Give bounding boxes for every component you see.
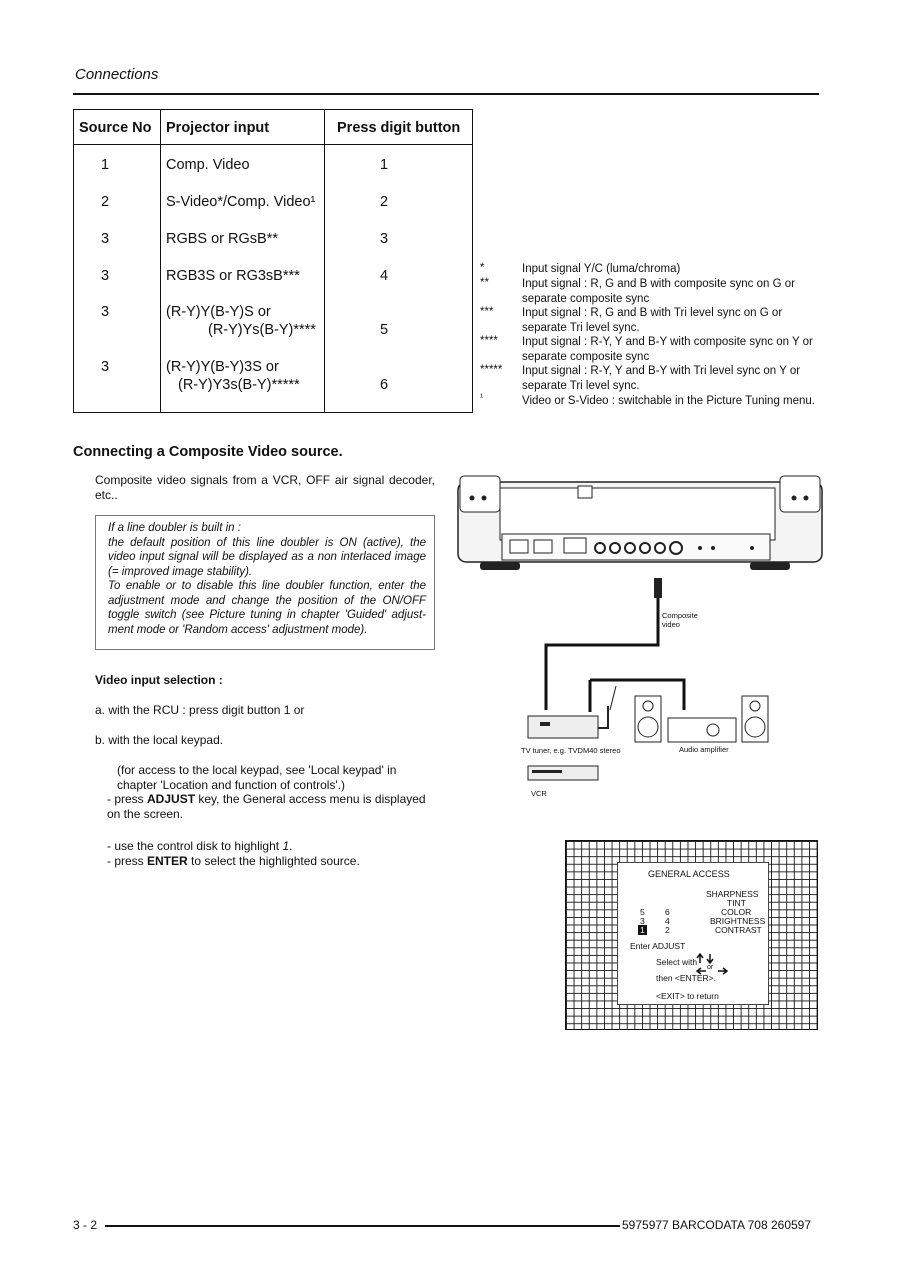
cell-source: 3 — [101, 231, 110, 247]
menu-then-enter: then <ENTER>. — [656, 973, 717, 983]
document-code: 5975977 BARCODATA 708 260597 — [622, 1218, 812, 1232]
page-number: 3 - 2 — [73, 1218, 98, 1232]
footnote-mark: ***** — [480, 364, 503, 376]
step-a: a. with the RCU : press digit button 1 o… — [95, 703, 305, 717]
selection-title: Video input selection : — [95, 673, 223, 687]
connection-diagram — [457, 475, 823, 781]
footer-rule — [105, 1225, 620, 1227]
cell-input: Comp. Video — [166, 157, 250, 173]
menu-number: 2 — [665, 925, 670, 935]
note-line: If a line doubler is built in : — [108, 522, 241, 534]
press-adjust-step: - press ADJUST key, the General access m… — [107, 792, 426, 821]
menu-item: CONTRAST — [715, 925, 762, 935]
intro-text: Composite video signals from a VCR, OFF … — [95, 473, 435, 502]
menu-number-highlighted[interactable]: 1 — [638, 925, 647, 935]
cell-input: (R-Y)Y(B-Y)3S or — [166, 359, 279, 375]
adjust-key: ADJUST — [147, 792, 196, 806]
cell-input: (R-Y)Ys(B-Y)**** — [208, 322, 316, 338]
menu-number: 6 — [665, 907, 670, 917]
footnote-mark: **** — [480, 335, 498, 347]
th-source-no: Source No — [79, 120, 152, 136]
th-projector-input: Projector input — [166, 120, 270, 136]
cell-input: (R-Y)Y3s(B-Y)***** — [178, 377, 300, 393]
menu-item: TINT — [727, 898, 746, 908]
composite-video-label: Composite video — [662, 611, 698, 629]
vcr-label: VCR — [531, 789, 547, 798]
footnote-text: Video or S-Video : switchable in the Pic… — [522, 395, 815, 407]
cell-digit: 4 — [380, 268, 389, 284]
cell-input: RGBS or RGsB** — [166, 231, 278, 247]
cell-digit: 5 — [380, 322, 389, 338]
footnote-text: Input signal : R, G and B with composite… — [522, 278, 795, 305]
menu-exit: <EXIT> to return — [656, 991, 719, 1001]
line-doubler-note: If a line doubler is built in : the defa… — [95, 515, 435, 650]
note-line: the default position of this line double… — [108, 536, 426, 578]
cell-input: (R-Y)Y(B-Y)S or — [166, 304, 271, 320]
footnote-mark: ¹ — [480, 392, 483, 402]
header-rule — [73, 93, 819, 95]
menu-number: 5 — [640, 907, 645, 917]
footnote-mark: *** — [480, 306, 494, 318]
cell-input: RGB3S or RG3sB*** — [166, 268, 300, 284]
menu-or: or — [707, 964, 714, 971]
tv-tuner-label: TV tuner, e.g. TVDM40 stereo — [521, 746, 621, 755]
footnote-mark: ** — [480, 277, 489, 289]
projector-illustration — [457, 475, 823, 570]
cell-digit: 2 — [380, 194, 389, 210]
footnote-mark: * — [480, 262, 485, 274]
cell-digit: 6 — [380, 377, 389, 393]
menu-item: SHARPNESS — [706, 889, 759, 899]
footnote-text: Input signal : R, G and B with Tri level… — [522, 307, 783, 334]
footnote-text: Input signal Y/C (luma/chroma) — [522, 263, 681, 275]
cell-source: 3 — [101, 359, 110, 375]
press-enter-step: - press ENTER to select the highlighted … — [107, 854, 360, 868]
menu-item: BRIGHTNESS — [710, 916, 766, 926]
enter-key: ENTER — [147, 854, 188, 868]
menu-number: 4 — [665, 916, 670, 926]
cell-source: 3 — [101, 268, 110, 284]
tv-tuner-illustration — [527, 685, 617, 739]
footnote-text: Input signal : R-Y, Y and B-Y with Tri l… — [522, 365, 801, 392]
vcr-illustration — [527, 765, 599, 781]
arrow-keys-icon — [696, 953, 728, 975]
note-line: To enable or to disable this line double… — [108, 580, 426, 636]
cell-source: 3 — [101, 304, 110, 320]
menu-select-with: Select with — [656, 957, 698, 967]
general-access-menu: GENERAL ACCESS SHARPNESS TINT COLOR BRIG… — [617, 862, 769, 1005]
th-press-digit: Press digit button — [337, 120, 461, 136]
cell-source: 1 — [101, 157, 110, 173]
cell-digit: 3 — [380, 231, 389, 247]
cell-input: S-Video*/Comp. Video¹ — [166, 194, 316, 210]
audio-amplifier-illustration — [634, 695, 769, 743]
audio-amplifier-label: Audio amplifier — [679, 745, 729, 754]
menu-number: 3 — [640, 916, 645, 926]
menu-title: GENERAL ACCESS — [648, 869, 730, 879]
step-b: b. with the local keypad. — [95, 733, 224, 747]
page-header: Connections — [75, 66, 159, 83]
section-title: Connecting a Composite Video source. — [73, 444, 343, 460]
cell-source: 2 — [101, 194, 110, 210]
source-table: Source No Projector input Press digit bu… — [73, 109, 473, 413]
use-disk-step: - use the control disk to highlight 1. — [107, 839, 293, 853]
menu-enter-adjust: Enter ADJUST — [630, 941, 686, 951]
keypad-note: (for access to the local keypad, see 'Lo… — [117, 763, 397, 792]
cell-digit: 1 — [380, 157, 389, 173]
footnote-text: Input signal : R-Y, Y and B-Y with compo… — [522, 336, 813, 363]
menu-item: COLOR — [721, 907, 752, 917]
